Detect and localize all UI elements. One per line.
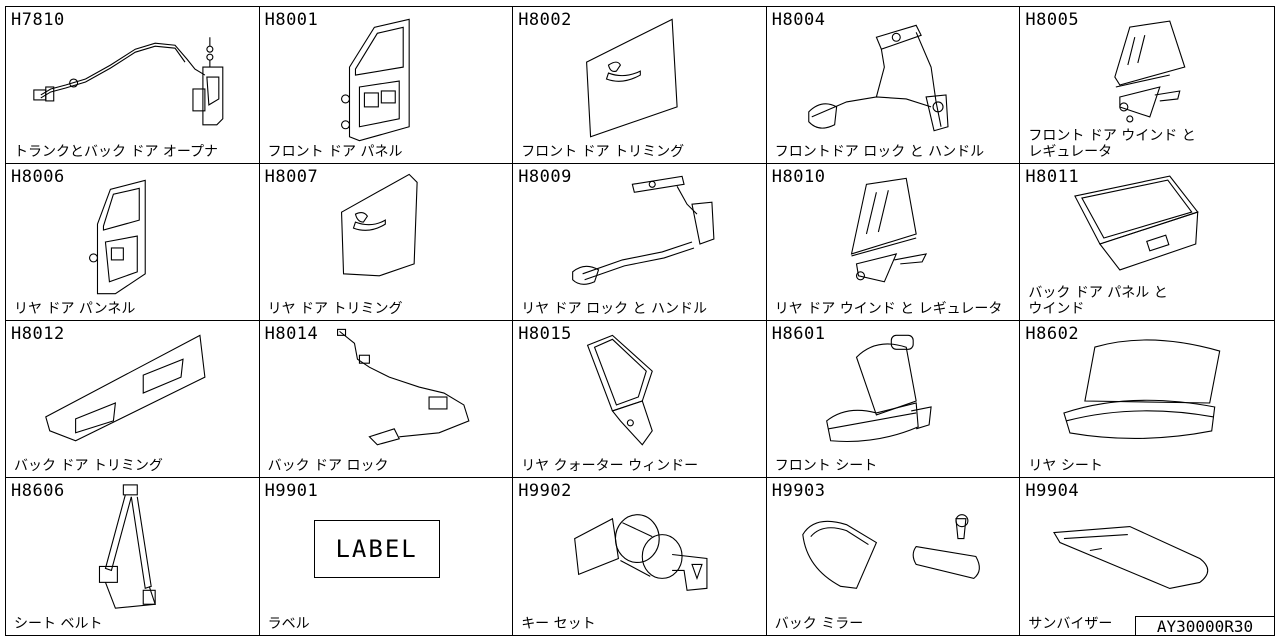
part-label: トランクとバック ドア オープナ bbox=[14, 144, 219, 160]
catalog-cell-h8015[interactable]: H8015 リヤ クォーター ウィンドー bbox=[513, 321, 767, 478]
front-door-trim-illustration bbox=[513, 7, 766, 163]
front-door-lock-illustration bbox=[767, 7, 1020, 163]
catalog-cell-h8011[interactable]: H8011 バック ドア パネル と ウインド bbox=[1020, 164, 1274, 321]
part-label: シート ベルト bbox=[14, 616, 103, 632]
part-code: H8606 bbox=[11, 481, 65, 501]
catalog-cell-h8005[interactable]: H8005 フロント ドア ウインド と レギュレータ bbox=[1020, 7, 1274, 164]
document-id: AY30000R30 bbox=[1135, 616, 1275, 636]
part-code: H8004 bbox=[771, 10, 826, 30]
catalog-cell-h8012[interactable]: H8012 バック ドア トリミング bbox=[6, 321, 260, 478]
rear-seat-illustration bbox=[1020, 321, 1274, 477]
part-code: H8005 bbox=[1025, 10, 1080, 30]
part-label: リヤ ドア ロック と ハンドル bbox=[521, 301, 707, 317]
catalog-cell-h8010[interactable]: H8010 リヤ ドア ウインド と レギュレータ bbox=[766, 164, 1021, 321]
part-code: H8602 bbox=[1025, 324, 1080, 344]
part-code: H8601 bbox=[771, 324, 826, 344]
part-label: ラベル bbox=[267, 616, 310, 632]
catalog-cell-h8606[interactable]: H8606 シート ベルト bbox=[6, 478, 260, 635]
part-label: リヤ ドア パンネル bbox=[14, 301, 136, 317]
part-label: バック ミラー bbox=[774, 616, 864, 632]
catalog-cell-h9901[interactable]: LABEL H9901 ラベル bbox=[260, 478, 514, 635]
part-label: バック ドア ロック bbox=[267, 458, 389, 474]
catalog-cell-h8601[interactable]: H8601 フロント シート bbox=[766, 321, 1021, 478]
part-code: H8012 bbox=[11, 324, 65, 344]
part-label: サンバイザー bbox=[1028, 616, 1113, 632]
key-set-illustration bbox=[513, 478, 766, 635]
part-label: フロント シート bbox=[774, 458, 878, 474]
catalog-cell-h8602[interactable]: H8602 リヤ シート bbox=[1020, 321, 1274, 478]
rear-door-trim-illustration bbox=[260, 164, 513, 320]
catalog-cell-h8007[interactable]: H8007 リヤ ドア トリミング bbox=[259, 164, 514, 321]
part-code: H8009 bbox=[518, 167, 572, 187]
front-seat-illustration bbox=[767, 321, 1020, 477]
parts-catalog-grid: H7810 トランクとバック ドア オープナ H8001 フロント ドア パネル bbox=[5, 6, 1275, 636]
part-code: H9903 bbox=[771, 481, 826, 501]
part-label: フロント ドア パネル bbox=[267, 144, 403, 160]
part-label: リヤ ドア トリミング bbox=[267, 301, 403, 317]
rear-door-lock-illustration bbox=[513, 164, 766, 320]
catalog-cell-h8002[interactable]: H8002 フロント ドア トリミング bbox=[513, 7, 767, 164]
catalog-cell-h8009[interactable]: H8009 リヤ ドア ロック と ハンドル bbox=[513, 164, 767, 321]
part-label: フロント ドア トリミング bbox=[521, 144, 685, 160]
catalog-cell-h8001[interactable]: H8001 フロント ドア パネル bbox=[259, 7, 514, 164]
back-door-lock-illustration bbox=[260, 321, 513, 477]
catalog-cell-h9904[interactable]: H9904 サンバイザー bbox=[1020, 478, 1274, 635]
part-label: リヤ ドア ウインド と レギュレータ bbox=[774, 301, 1003, 317]
rear-view-mirror-illustration bbox=[767, 478, 1020, 635]
back-door-panel-illustration bbox=[1020, 164, 1274, 320]
part-label: リヤ シート bbox=[1028, 458, 1103, 474]
part-label: バック ドア トリミング bbox=[14, 458, 163, 474]
part-code: H8001 bbox=[264, 10, 319, 30]
front-door-panel-illustration bbox=[260, 7, 513, 163]
catalog-cell-h8006[interactable]: H8006 リヤ ドア パンネル bbox=[6, 164, 260, 321]
part-code: H8014 bbox=[264, 324, 319, 344]
part-code: H9902 bbox=[518, 481, 572, 501]
part-code: H8011 bbox=[1025, 167, 1080, 187]
back-door-trim-illustration bbox=[6, 321, 259, 477]
catalog-cell-h7810[interactable]: H7810 トランクとバック ドア オープナ bbox=[6, 7, 260, 164]
part-code: H9901 bbox=[264, 481, 319, 501]
part-code: H9904 bbox=[1025, 481, 1080, 501]
catalog-cell-h8014[interactable]: H8014 バック ドア ロック bbox=[259, 321, 514, 478]
rear-quarter-window-illustration bbox=[513, 321, 766, 477]
front-door-window-illustration bbox=[1020, 7, 1274, 163]
sun-visor-illustration bbox=[1020, 478, 1274, 635]
part-code: H8010 bbox=[771, 167, 826, 187]
part-code: H8002 bbox=[518, 10, 572, 30]
part-label: フロント ドア ウインド と レギュレータ bbox=[1028, 128, 1196, 160]
part-code: H8015 bbox=[518, 324, 572, 344]
rear-door-panel-illustration bbox=[6, 164, 259, 320]
part-code: H7810 bbox=[11, 10, 65, 30]
label-box: LABEL bbox=[313, 520, 440, 578]
part-label: フロントドア ロック と ハンドル bbox=[774, 144, 985, 160]
part-code: H8006 bbox=[11, 167, 65, 187]
part-label: バック ドア パネル と ウインド bbox=[1028, 285, 1168, 317]
catalog-cell-h8004[interactable]: H8004 フロントドア ロック と ハンドル bbox=[766, 7, 1021, 164]
catalog-cell-h9903[interactable]: H9903 バック ミラー bbox=[767, 478, 1021, 635]
catalog-cell-h9902[interactable]: H9902 キー セット bbox=[513, 478, 767, 635]
part-code: H8007 bbox=[264, 167, 319, 187]
part-label: リヤ クォーター ウィンドー bbox=[521, 458, 699, 474]
rear-door-window-illustration bbox=[767, 164, 1020, 320]
trunk-opener-illustration bbox=[6, 7, 259, 163]
part-label: キー セット bbox=[521, 616, 596, 632]
seat-belt-illustration bbox=[6, 478, 259, 635]
